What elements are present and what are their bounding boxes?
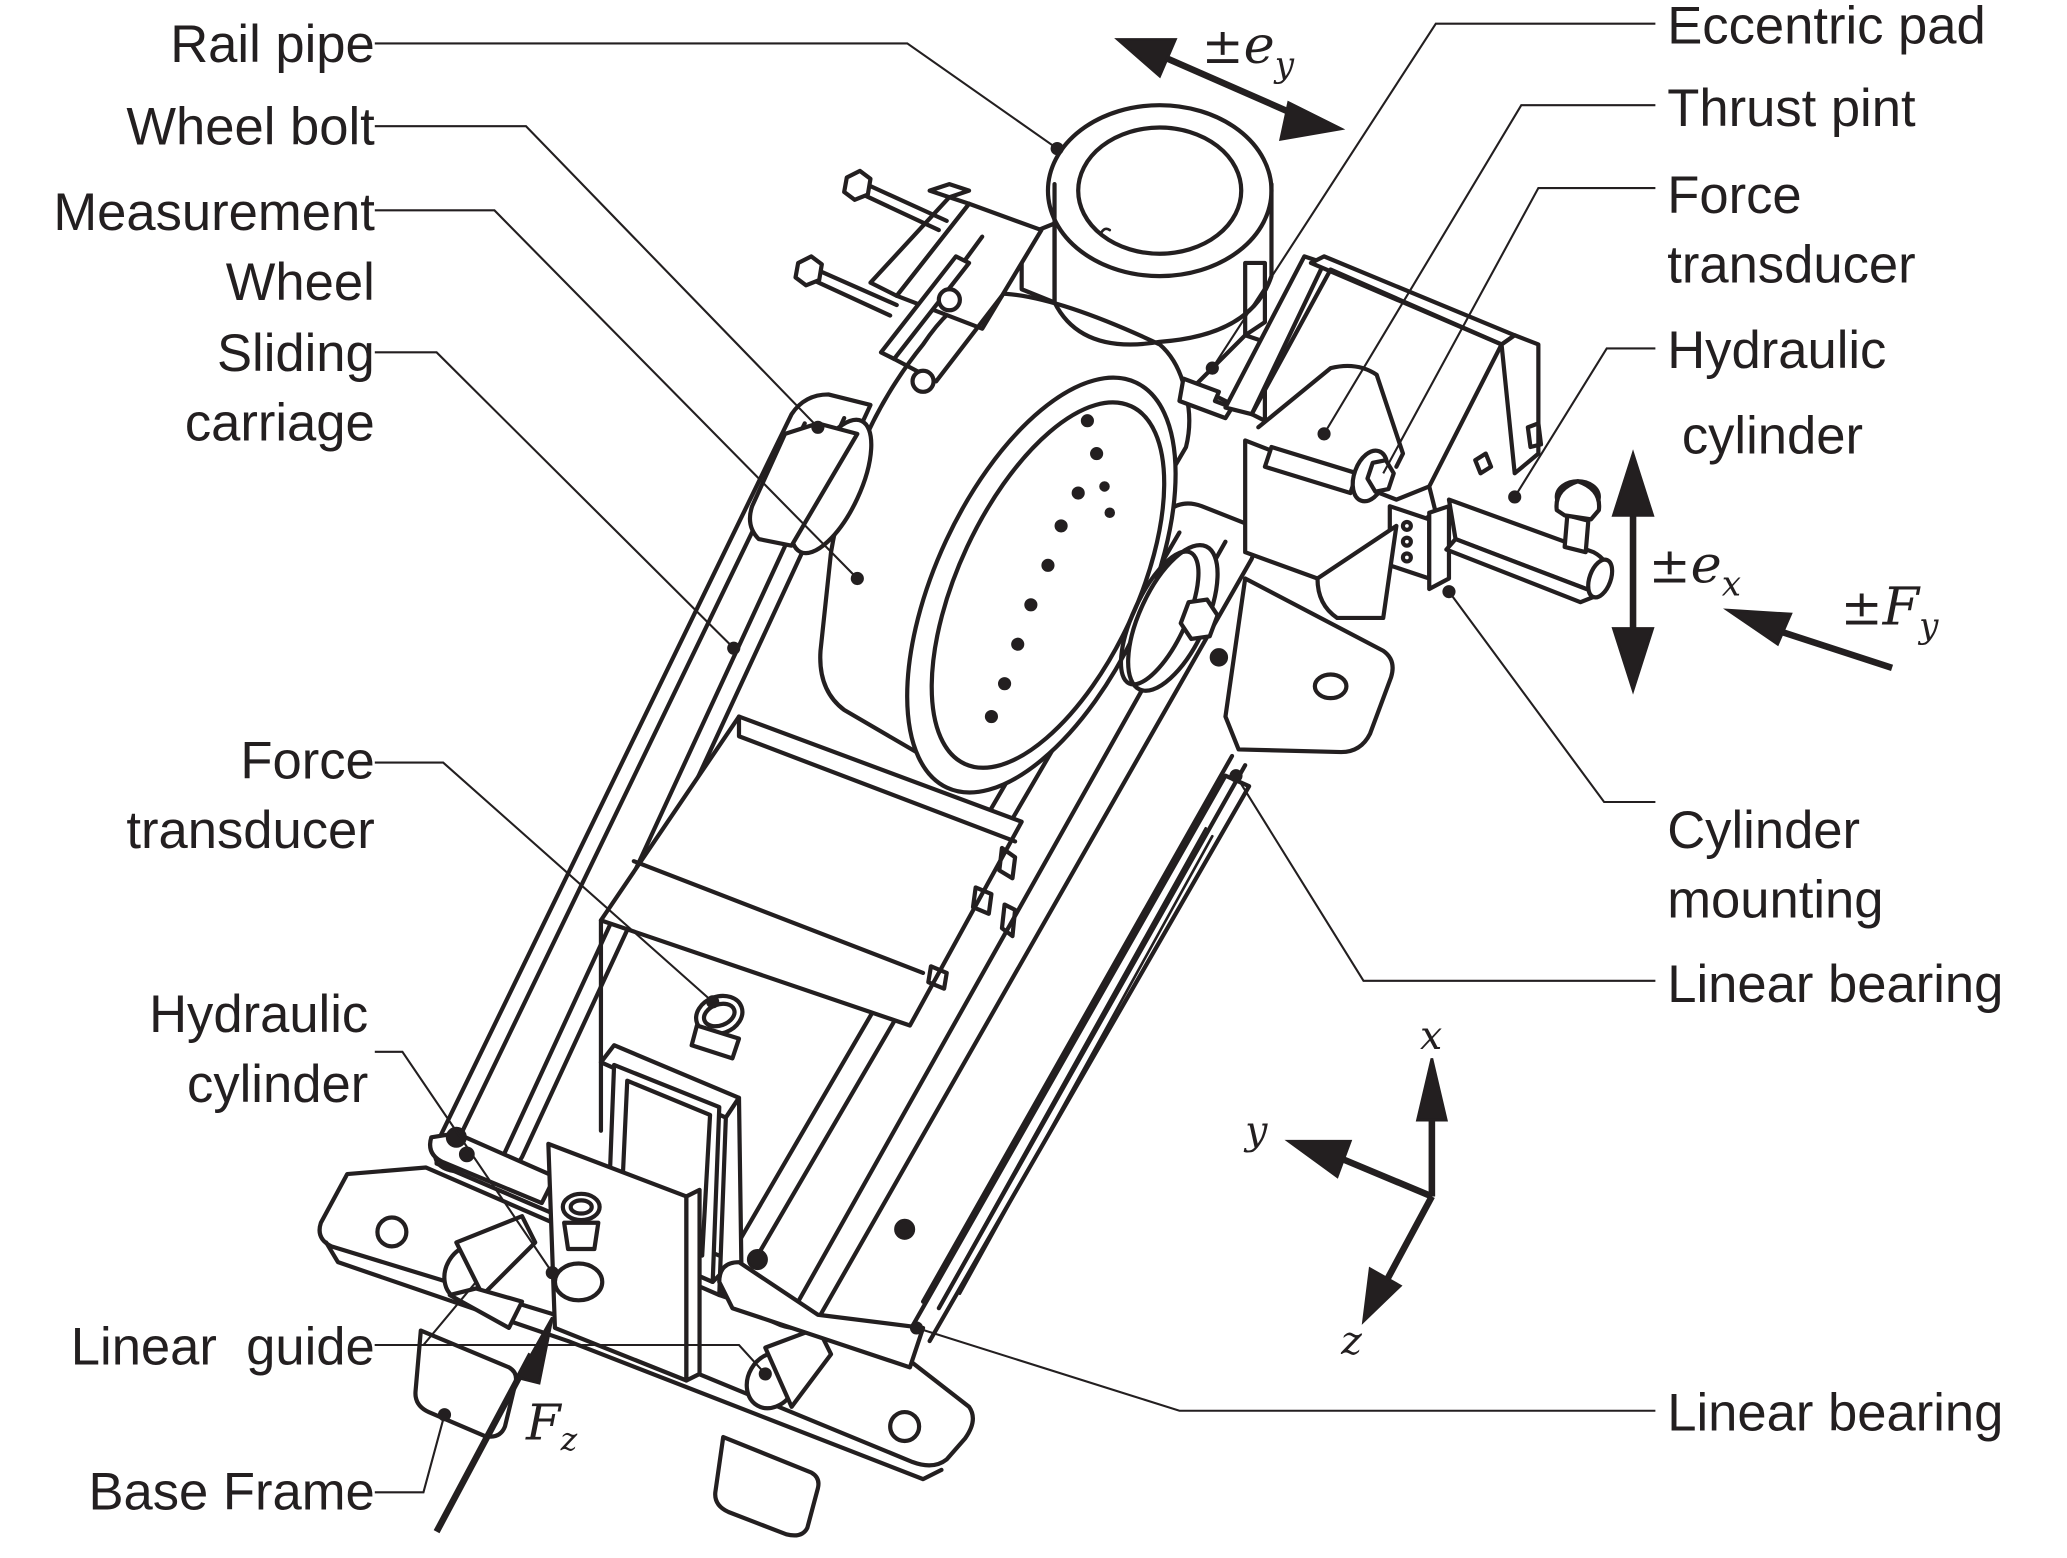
axis-x-arrowhead-icon xyxy=(1415,1058,1448,1122)
fz-arrow-shaft xyxy=(433,1352,535,1534)
measurement-wheel xyxy=(747,291,1229,795)
label-force-transducer-right-line1: Force xyxy=(1667,166,1801,225)
right-actuator-assembly xyxy=(1177,254,1615,621)
ey-arrow-shaft xyxy=(1158,52,1300,119)
leader-lines xyxy=(374,22,1656,1494)
sliding-carriage xyxy=(428,392,1258,1344)
ex-label: ±ex xyxy=(1649,534,1741,604)
label-sliding-carriage-line2: carriage xyxy=(185,393,375,452)
ex-arrowhead-up-icon xyxy=(1611,449,1655,517)
fy-arrow-shaft xyxy=(1770,625,1894,672)
annotation-ey: ±ey xyxy=(1114,15,1346,141)
ex-arrowhead-down-icon xyxy=(1611,627,1655,695)
label-eccentric-pad: Eccentric pad xyxy=(1667,0,1986,55)
label-rail-pipe: Rail pipe xyxy=(170,15,375,74)
fz-label: Fz xyxy=(525,1394,578,1459)
axis-x-label: x xyxy=(1420,1013,1442,1059)
label-hydraulic-cylinder-right-line1: Hydraulic xyxy=(1667,321,1886,380)
ey-arrowhead-right-icon xyxy=(1278,100,1346,141)
label-measurement-wheel-line1: Measurement xyxy=(53,183,375,242)
axis-y-label: y xyxy=(1243,1108,1268,1154)
cylinder-mounting-plate xyxy=(1223,576,1395,755)
rail-pipe xyxy=(1019,103,1274,347)
axis-y-arrowhead-icon xyxy=(1284,1139,1353,1179)
label-linear-guide: Linear guide xyxy=(71,1318,375,1377)
bottom-actuator-assembly xyxy=(442,993,926,1411)
label-hydraulic-cylinder-left-line2: cylinder xyxy=(187,1055,368,1114)
bolt-bracket-left xyxy=(793,168,1044,394)
label-sliding-carriage-line1: Sliding xyxy=(217,324,375,383)
annotation-fy: ±Fy xyxy=(1723,577,1939,672)
label-cylinder-mounting-line1: Cylinder xyxy=(1667,801,1860,860)
labels-right: Eccentric pad Thrust pint Force transduc… xyxy=(1667,0,2003,1442)
label-hydraulic-cylinder-left-line1: Hydraulic xyxy=(149,985,368,1044)
axis-y-line xyxy=(1342,1156,1434,1200)
label-cylinder-mounting-line2: mounting xyxy=(1667,871,1883,930)
label-thrust-pint: Thrust pint xyxy=(1667,79,1916,138)
fy-label: ±Fy xyxy=(1841,577,1939,647)
mechanical-assembly xyxy=(317,103,1615,1538)
label-force-transducer-left-line2: transducer xyxy=(126,801,374,860)
label-wheel-bolt: Wheel bolt xyxy=(126,98,375,157)
annotation-fz: Fz xyxy=(433,1316,578,1534)
label-force-transducer-right-line2: transducer xyxy=(1667,236,1915,295)
coordinate-axes: x y z xyxy=(1243,1013,1448,1364)
label-hydraulic-cylinder-right-line2: cylinder xyxy=(1667,407,1863,466)
label-linear-bearing-lower: Linear bearing xyxy=(1667,1383,2003,1442)
label-linear-bearing-upper: Linear bearing xyxy=(1667,955,2003,1014)
label-base-frame: Base Frame xyxy=(88,1462,374,1521)
wheel-bolt-circle xyxy=(984,414,1116,724)
axis-z-label: z xyxy=(1340,1318,1362,1364)
annotation-ex: ±ex xyxy=(1611,449,1741,695)
ey-arrowhead-left-icon xyxy=(1114,38,1178,79)
axis-z-arrowhead-icon xyxy=(1361,1266,1403,1325)
axis-z-line xyxy=(1382,1194,1435,1284)
ey-label: ±ey xyxy=(1202,15,1295,85)
fz-arrowhead-icon xyxy=(516,1316,554,1385)
fy-arrowhead-icon xyxy=(1723,608,1793,647)
labels-left: Rail pipe Wheel bolt Measurement Wheel S… xyxy=(53,15,375,1522)
label-measurement-wheel-line2: Wheel xyxy=(226,253,375,312)
label-force-transducer-left-line1: Force xyxy=(240,731,374,790)
